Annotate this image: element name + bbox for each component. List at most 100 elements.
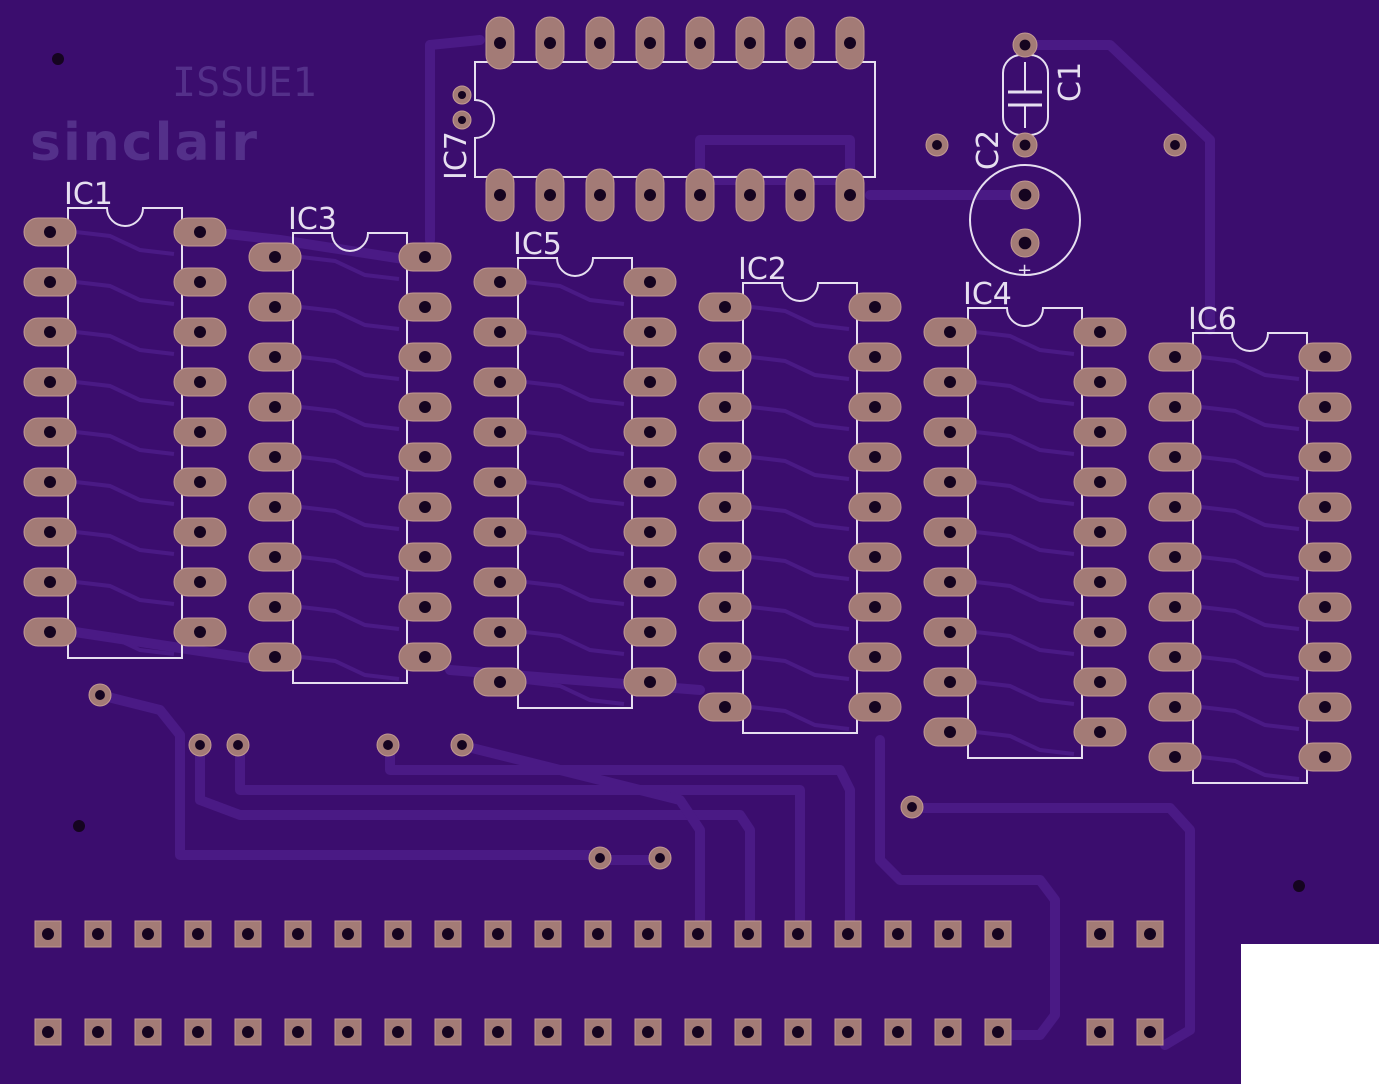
ic1-trace <box>75 580 175 606</box>
ic4-pin-right <box>1073 667 1127 697</box>
ic1-label: IC1 <box>64 177 113 212</box>
ic6-pin-left <box>1148 692 1202 722</box>
ic4-pin-left <box>923 367 977 397</box>
c1-label: C1 <box>1053 62 1088 102</box>
ic3-pin-right <box>398 242 452 272</box>
connector-pad <box>634 1018 662 1046</box>
ic1-trace <box>75 430 175 456</box>
connector-pad <box>534 920 562 948</box>
ic7-pin-top <box>635 16 665 70</box>
via <box>900 795 924 819</box>
ic5-pin-right <box>623 667 677 697</box>
ic7-pin-bottom <box>585 168 615 222</box>
ic2-pin-right <box>848 392 902 422</box>
connector-pad <box>584 920 612 948</box>
connector-pad <box>584 1018 612 1046</box>
connector-pad <box>784 1018 812 1046</box>
connector-pad <box>1086 920 1114 948</box>
ic3-pin-right <box>398 492 452 522</box>
ic1-trace <box>75 380 175 406</box>
ic3-label: IC3 <box>288 202 337 237</box>
ic1-pin-left <box>23 417 77 447</box>
c2-pad <box>1010 228 1040 258</box>
via <box>588 846 612 870</box>
ic4-pin-right <box>1073 467 1127 497</box>
ic4-pin-left <box>923 617 977 647</box>
ic1-trace <box>75 330 175 356</box>
ic4-pin-left <box>923 517 977 547</box>
ic7-pin-bottom <box>785 168 815 222</box>
connector-pad <box>34 1018 62 1046</box>
ic6-pin-right <box>1298 692 1352 722</box>
connector-pad <box>384 1018 412 1046</box>
connector-pad <box>884 1018 912 1046</box>
ic4-pin-right <box>1073 567 1127 597</box>
ic5-outline <box>517 257 633 709</box>
ic4-trace <box>975 630 1075 656</box>
ic2-trace <box>750 705 850 731</box>
c2-polarity-mark: + <box>1017 260 1032 281</box>
ic4-pin-left <box>923 667 977 697</box>
ic5-label: IC5 <box>513 227 562 262</box>
connector-pad <box>484 1018 512 1046</box>
labels: IC1 IC3 IC5 IC2 IC4 IC6 IC7 C1 C2 + <box>64 62 1237 337</box>
ic3-trace <box>300 405 400 431</box>
ic2-outline <box>742 282 858 734</box>
ic1-trace <box>75 480 175 506</box>
via <box>376 733 400 757</box>
ic3-trace <box>300 355 400 381</box>
via <box>450 733 474 757</box>
ic4-pin-left <box>923 417 977 447</box>
via <box>925 133 949 157</box>
c2-label: C2 <box>971 130 1006 170</box>
ic6-outline <box>1192 332 1308 784</box>
connector-pad <box>934 1018 962 1046</box>
connector-pad <box>1136 920 1164 948</box>
connector-pad <box>234 1018 262 1046</box>
ic3-pin-left <box>248 492 302 522</box>
ic3-trace <box>300 305 400 331</box>
ic6-pin-right <box>1298 592 1352 622</box>
via <box>226 733 250 757</box>
ic6-pin-left <box>1148 642 1202 672</box>
ic2-pin-left <box>698 692 752 722</box>
ic7-pin-bottom <box>535 168 565 222</box>
ic5-pin-left <box>473 667 527 697</box>
ic5-trace <box>525 330 625 356</box>
ic4-pin-left <box>923 467 977 497</box>
ic6-trace <box>1200 455 1300 481</box>
ic6-pin-right <box>1298 442 1352 472</box>
ic2-pin-right <box>848 342 902 372</box>
ic3-pin-right <box>398 442 452 472</box>
connector-pad <box>34 920 62 948</box>
ic4-pin-right <box>1073 717 1127 747</box>
ic6-pin-right <box>1298 642 1352 672</box>
c2-pad <box>1010 180 1040 210</box>
ic1-pin-right <box>173 567 227 597</box>
ic6-pin-left <box>1148 342 1202 372</box>
connector-pad <box>684 1018 712 1046</box>
connector-pad <box>334 1018 362 1046</box>
ic3-trace <box>300 505 400 531</box>
ic1-pin-right <box>173 367 227 397</box>
connector-pad <box>434 1018 462 1046</box>
ic3-pin-left <box>248 642 302 672</box>
ic3-pin-left <box>248 392 302 422</box>
ic6-pin-left <box>1148 392 1202 422</box>
ic6-trace <box>1200 705 1300 731</box>
ic3-pin-left <box>248 592 302 622</box>
ic1-trace <box>75 630 175 656</box>
connector-pad <box>784 920 812 948</box>
connector-pad <box>434 920 462 948</box>
ic2-pin-right <box>848 592 902 622</box>
ic6-label: IC6 <box>1188 302 1237 337</box>
connector-pad <box>134 920 162 948</box>
ic3-trace <box>300 455 400 481</box>
ic5-pin-left <box>473 267 527 297</box>
ic3-pin-right <box>398 642 452 672</box>
ic2-pin-left <box>698 292 752 322</box>
ic7-pin-bottom <box>835 168 865 222</box>
ic1-pin-right <box>173 467 227 497</box>
ic5-pin-left <box>473 567 527 597</box>
